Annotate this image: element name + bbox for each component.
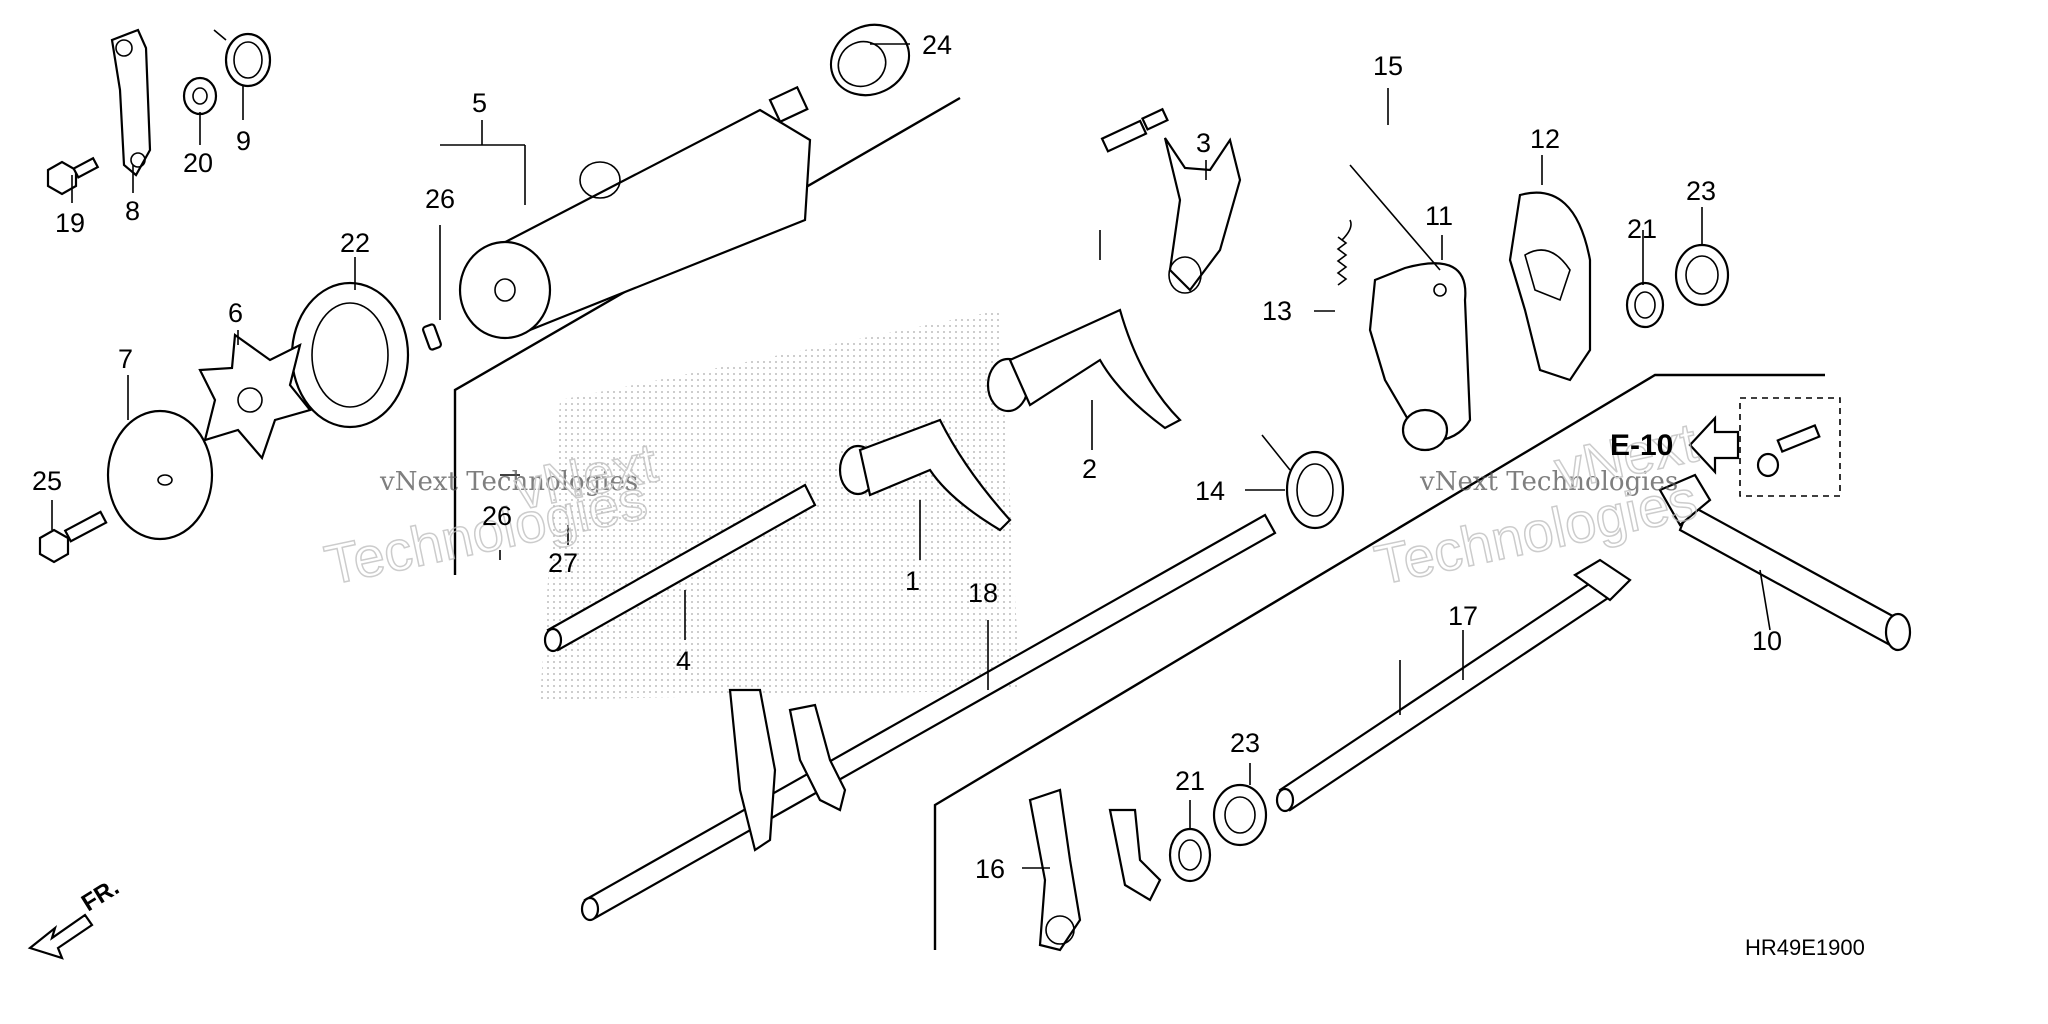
callout-22: 22: [340, 228, 370, 258]
shaft-4: [543, 483, 817, 653]
callout-14: 14: [1195, 476, 1225, 506]
callout-21-upper: 21: [1627, 214, 1657, 244]
callout-9: 9: [236, 126, 251, 156]
shift-fork-2: [986, 308, 1182, 430]
callout-25: 25: [32, 466, 62, 496]
callout-5: 5: [472, 88, 487, 118]
spring-13: [1336, 219, 1352, 286]
callout-18: 18: [968, 578, 998, 608]
callout-3: 3: [1196, 128, 1211, 158]
bearing-23-lower: [1212, 783, 1268, 847]
callout-21-lower: 21: [1175, 766, 1205, 796]
callout-16: 16: [975, 854, 1005, 884]
front-label: FR.: [77, 874, 124, 917]
callout-17: 17: [1448, 601, 1478, 631]
washer-20: [182, 76, 218, 116]
washer-21-upper: [1625, 281, 1665, 329]
callout-27: 27: [548, 548, 578, 578]
callout-10: 10: [1752, 626, 1782, 656]
callout-7: 7: [118, 344, 133, 374]
cover-plate-7: [106, 409, 214, 541]
pin-26: [422, 323, 442, 351]
diagram-code: HR49E1900: [1745, 935, 1865, 960]
callout-20: 20: [183, 148, 213, 178]
callout-4: 4: [676, 646, 691, 676]
arm-16: [1028, 788, 1162, 952]
reference-label: E-10: [1610, 429, 1673, 462]
callout-2: 2: [1082, 454, 1097, 484]
shift-drum-5: [458, 85, 812, 340]
callout-26: 26: [425, 184, 455, 214]
ref-box-e10: [1739, 397, 1841, 497]
bearing-24: [829, 23, 911, 97]
callout-23-upper: 23: [1686, 176, 1716, 206]
arm-8: [110, 28, 152, 177]
bolt-15: [1100, 107, 1169, 153]
bolt-19: [46, 156, 100, 196]
seal-22: [290, 281, 410, 429]
stopper-plate-6: [198, 332, 312, 461]
ref-arrow: [1688, 415, 1740, 475]
shaft-18: [580, 513, 1277, 922]
callout-23-lower: 23: [1230, 728, 1260, 758]
bearing-23-upper: [1674, 243, 1730, 307]
callout-1: 1: [905, 566, 920, 596]
watermark-line2: vNext Technologies: [1419, 467, 1678, 497]
shaft-17: [1275, 558, 1632, 813]
plate-11: [1368, 262, 1472, 452]
shift-shaft-10: [1658, 473, 1912, 652]
callout-13: 13: [1262, 296, 1292, 326]
callout-8: 8: [125, 196, 140, 226]
bolt-25: [38, 510, 108, 564]
callout-19: 19: [55, 208, 85, 238]
callout-labels: 5 26 22 6 7 25 19 8 20 9 24 1 2 4 18 3 1…: [32, 30, 1782, 884]
callout-15: 15: [1373, 51, 1403, 81]
plate-12: [1508, 191, 1592, 382]
shift-fork-3: [1163, 137, 1242, 294]
callout-24: 24: [922, 30, 952, 60]
callout-26-lower: 26: [482, 501, 512, 531]
leader-lines: [51, 43, 1771, 869]
front-direction-marker: FR.: [27, 874, 124, 960]
callout-11: 11: [1425, 201, 1453, 231]
shift-fork-1: [838, 418, 1012, 532]
spring-14: [1261, 434, 1345, 530]
callout-6: 6: [228, 298, 243, 328]
spring-9: [213, 29, 272, 88]
watermark-line1: vNext Technologies: [379, 467, 638, 497]
callout-12: 12: [1530, 124, 1560, 154]
washer-21-lower: [1168, 827, 1212, 883]
